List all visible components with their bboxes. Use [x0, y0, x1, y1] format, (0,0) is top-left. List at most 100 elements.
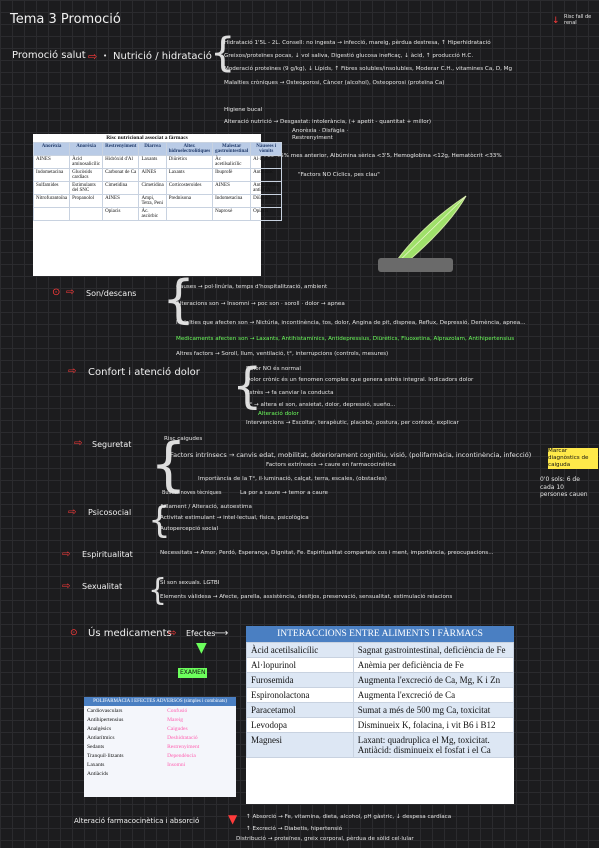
table-cell: Disminueix K, folacina, i vit B6 i B12 — [352, 717, 515, 733]
table-cell: AINES — [212, 181, 252, 195]
table-title: Risc nutricional associat a fàrmacs — [106, 135, 188, 141]
table-cell: Carbonat de Ca — [102, 168, 140, 182]
table-cell: Cimetidina — [138, 181, 167, 195]
table-cell: Glucòsids cardíacs — [69, 168, 104, 182]
bullet-icon: ⊙ — [52, 287, 61, 298]
table-cell: AINES — [138, 168, 167, 182]
table-cell — [164, 769, 236, 778]
table-cell: Diürètics — [165, 155, 214, 169]
page-title: Tema 3 Promoció — [10, 12, 121, 27]
table-cell — [165, 207, 214, 221]
table-cell: Sumat a més de 500 mg Ca, toxicitat — [352, 702, 515, 718]
psicosocial-line: Activitat estimulant → intel·lectual, fí… — [160, 515, 309, 521]
table-cell: Mareig — [167, 716, 184, 723]
section-son: Son/descans — [86, 289, 137, 298]
table-cell: Laxant: quadruplica el Mg, toxicitat. An… — [352, 732, 515, 758]
confort-line: Alteració dolor — [258, 411, 299, 417]
table: Cardiovasculars Confusió Antihipertensius… — [84, 706, 236, 778]
examen-tag: EXAMEN — [178, 668, 208, 678]
section-espiritualitat: Espiritualitat — [82, 550, 133, 559]
table-cell: Àcid acetilsalicílic — [246, 642, 354, 658]
confort-line: Dolor NO és normal — [246, 366, 301, 372]
table-cell: Antiarítmics, antiHTA — [250, 181, 283, 195]
table-cell: Analgèsics — [87, 725, 112, 732]
seguretat-side-note: Marcar diagnòstics de caiguda — [548, 448, 598, 469]
nutricio-line: Desnutrició → Pes <5% mes anterior, Albú… — [224, 153, 502, 159]
table-cell: Opiacis — [250, 207, 283, 221]
table-cell: Cardiovasculars — [87, 707, 123, 714]
table-cell: Antibiòtic — [250, 168, 283, 182]
table-cell: Àcid aminosalicílic — [69, 155, 104, 169]
table-cell: AINES — [32, 155, 71, 169]
table-cell: Àc. ascòrbic — [138, 207, 167, 221]
curly-brace: { — [162, 270, 196, 330]
nutricio-line: Anorèxia · Disfàgia · Restrenyiment — [292, 128, 349, 141]
seguretat-line: Risc caigudes — [164, 436, 203, 442]
espiritualitat-line: Necessitats → Amor, Perdó, Esperança, Di… — [160, 550, 494, 556]
table-title: POLIFARMÀCIA I EFECTES ADVERSOS (simples… — [84, 697, 236, 706]
arrow-down-icon: ↓ — [552, 16, 560, 26]
nutricio-line: Alteració nutrició → Desgastat: intolerà… — [224, 119, 432, 125]
table-cell: Al·lopurinol — [250, 155, 283, 169]
table-cell: Antiàcids — [87, 770, 109, 777]
table-cell: Diürètics — [250, 194, 283, 208]
table-cell: Sulfamides — [32, 181, 71, 195]
section-sexualitat: Sexualitat — [82, 582, 123, 591]
seguretat-line: Importància de la T°, il·luminació, calç… — [198, 476, 387, 482]
feather-pen-illustration — [378, 195, 467, 272]
table-cell: Magnesi — [246, 732, 354, 758]
nutricio-line: Moderació proteïnes (9 g/kg), ↓ Lípids, … — [224, 66, 513, 72]
arrow-right-icon: ⇨ — [88, 50, 98, 63]
section-promocio: Promoció salut — [12, 50, 86, 61]
curly-brace: { — [210, 30, 236, 76]
bullet-icon: ⊙ — [70, 628, 78, 638]
table-cell: Al·lopurinol — [246, 657, 354, 673]
table-cell: Prednisona — [165, 194, 214, 208]
table-cell: Augmenta l'excreció de Ca — [352, 687, 515, 703]
table-row: Cardiovasculars Confusió — [84, 706, 236, 715]
table-header: Anorèxia — [32, 142, 71, 156]
table-cell: Dependència — [167, 752, 196, 759]
table-row: Tranquil·litzants Dependència — [84, 751, 236, 760]
table-cell: Sedants — [87, 743, 105, 750]
confort-line: Intervencions → Escoltar, terapèutic, pl… — [246, 420, 459, 426]
table-header: Diarrea — [138, 142, 167, 156]
nutricio-line: Greixos/proteïnes pocas, ↓ vol saliva, D… — [224, 53, 474, 59]
table-cell: Antiarítmics — [87, 734, 115, 741]
arrow-right-icon: ⇨ — [68, 507, 77, 518]
table-cell: Deshidratació — [167, 734, 198, 741]
table-cell: Nitrofurantoïna — [32, 194, 71, 208]
table-header: Nàusees i vòmits — [250, 142, 283, 156]
section-farmaco: Alteració farmacocinètica i absorció — [74, 817, 200, 825]
table-header: Alter. hidroelectrolítiques — [165, 142, 214, 156]
arrow-down-icon: ▼ — [196, 640, 207, 656]
table-cell: Tranquil·litzants — [87, 752, 124, 759]
table-cell: Confusió — [167, 707, 188, 714]
table-header: Restrenyiment — [102, 142, 140, 156]
curly-brace: { — [148, 573, 168, 608]
arrow-right-icon: ⟶ — [214, 628, 229, 639]
curly-brace: { — [232, 358, 263, 414]
section-medicaments: Ús medicaments — [88, 628, 172, 639]
section-confort: Confort i atenció dolor — [88, 367, 200, 378]
sexualitat-line: Elements vàlidesa → Afecte, parella, ass… — [160, 594, 453, 600]
arrow-right-icon: ⇨ — [68, 366, 77, 377]
table-cell: Insomni — [167, 761, 186, 768]
table-cell: Hidròxid d'Al — [102, 155, 140, 169]
seguretat-line: Buscar noves tècniques — [162, 490, 222, 496]
table-cell: Laxants — [165, 168, 214, 182]
table-cell: Augmenta l'excreció de Ca, Mg, K i Zn — [352, 672, 515, 688]
